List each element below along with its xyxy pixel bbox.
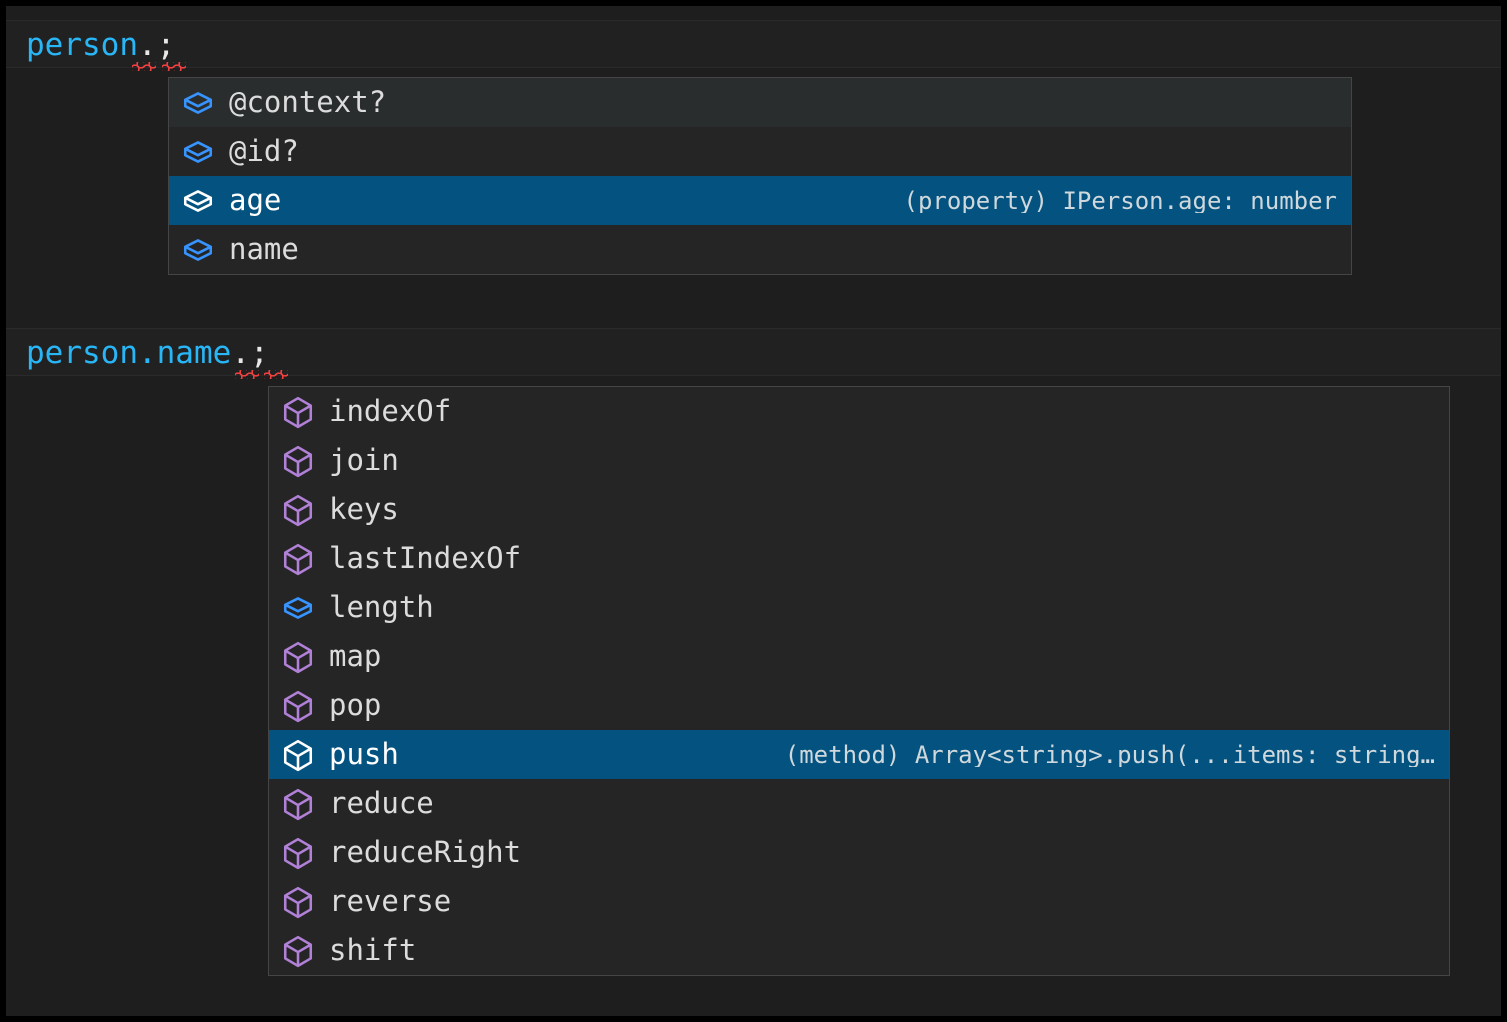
suggestion-item-label: @context? bbox=[229, 85, 387, 119]
suggestion-popup-string-array[interactable]: indexOf join keys lastIndexOf length map pop pu… bbox=[268, 386, 1450, 976]
code-editor[interactable]: person.; person.name.; @context? @id? age (… bbox=[6, 6, 1501, 1016]
property-cube-icon bbox=[181, 86, 215, 120]
method-cube-icon bbox=[281, 542, 315, 576]
property-cube-icon bbox=[181, 184, 215, 218]
suggestion-list[interactable]: indexOf join keys lastIndexOf length map pop pu… bbox=[269, 387, 1449, 975]
code-line-2[interactable]: person.name.; bbox=[6, 328, 1501, 376]
method-cube-icon bbox=[281, 444, 315, 478]
suggestion-item-label: @id? bbox=[229, 134, 299, 168]
method-cube-icon bbox=[281, 738, 315, 772]
suggestion-item-id[interactable]: @id? bbox=[169, 127, 1351, 176]
suggestion-item-label: reduce bbox=[329, 786, 434, 820]
error-squiggle-icon bbox=[132, 62, 156, 71]
suggestion-item-detail: (property) IPerson.age: number bbox=[903, 188, 1337, 213]
method-cube-icon bbox=[281, 493, 315, 527]
code-punctuation: .; bbox=[137, 27, 176, 63]
suggestion-item-reverse[interactable]: reverse bbox=[269, 877, 1449, 926]
method-cube-icon bbox=[281, 640, 315, 674]
method-cube-icon bbox=[281, 787, 315, 821]
code-line-1[interactable]: person.; bbox=[6, 20, 1501, 68]
suggestion-item-label: lastIndexOf bbox=[329, 541, 522, 575]
suggestion-item-label: keys bbox=[329, 492, 399, 526]
suggestion-item-shift[interactable]: shift bbox=[269, 926, 1449, 975]
suggestion-item-label: join bbox=[329, 443, 399, 477]
suggestion-item-label: name bbox=[229, 232, 299, 266]
suggestion-item-label: length bbox=[329, 590, 434, 624]
suggestion-item-label: push bbox=[329, 737, 399, 771]
suggestion-item-reduceright[interactable]: reduceRight bbox=[269, 828, 1449, 877]
suggestion-item-reduce[interactable]: reduce bbox=[269, 779, 1449, 828]
suggestion-item-map[interactable]: map bbox=[269, 632, 1449, 681]
suggestion-item-label: pop bbox=[329, 688, 382, 722]
error-squiggle-icon bbox=[235, 370, 259, 379]
suggestion-item-detail: (method) Array<string>.push(...items: st… bbox=[784, 742, 1435, 767]
code-punctuation: .; bbox=[231, 335, 269, 371]
code-identifier: person.name bbox=[26, 335, 232, 371]
suggestion-item-label: age bbox=[229, 183, 282, 217]
suggestion-item-label: reverse bbox=[329, 884, 452, 918]
suggestion-item-lastindexof[interactable]: lastIndexOf bbox=[269, 534, 1449, 583]
suggestion-popup-person[interactable]: @context? @id? age (property) IPerson.age: … bbox=[168, 77, 1352, 275]
method-cube-icon bbox=[281, 934, 315, 968]
suggestion-item-context[interactable]: @context? bbox=[169, 78, 1351, 127]
error-squiggle-icon bbox=[264, 370, 288, 379]
method-cube-icon bbox=[281, 689, 315, 723]
suggestion-item-label: indexOf bbox=[329, 394, 452, 428]
error-squiggle-icon bbox=[162, 62, 186, 71]
method-cube-icon bbox=[281, 395, 315, 429]
suggestion-item-age[interactable]: age (property) IPerson.age: number bbox=[169, 176, 1351, 225]
suggestion-item-length[interactable]: length bbox=[269, 583, 1449, 632]
suggestion-item-indexof[interactable]: indexOf bbox=[269, 387, 1449, 436]
suggestion-list[interactable]: @context? @id? age (property) IPerson.age: … bbox=[169, 78, 1351, 274]
method-cube-icon bbox=[281, 885, 315, 919]
method-cube-icon bbox=[281, 836, 315, 870]
suggestion-item-push[interactable]: push (method) Array<string>.push(...items… bbox=[269, 730, 1449, 779]
suggestion-item-label: shift bbox=[329, 933, 417, 967]
suggestion-item-join[interactable]: join bbox=[269, 436, 1449, 485]
property-cube-icon bbox=[281, 591, 315, 625]
suggestion-item-name[interactable]: name bbox=[169, 225, 1351, 274]
property-cube-icon bbox=[181, 233, 215, 267]
code-identifier: person bbox=[26, 27, 138, 63]
suggestion-item-keys[interactable]: keys bbox=[269, 485, 1449, 534]
suggestion-item-pop[interactable]: pop bbox=[269, 681, 1449, 730]
suggestion-item-label: reduceRight bbox=[329, 835, 522, 869]
suggestion-item-label: map bbox=[329, 639, 382, 673]
property-cube-icon bbox=[181, 135, 215, 169]
